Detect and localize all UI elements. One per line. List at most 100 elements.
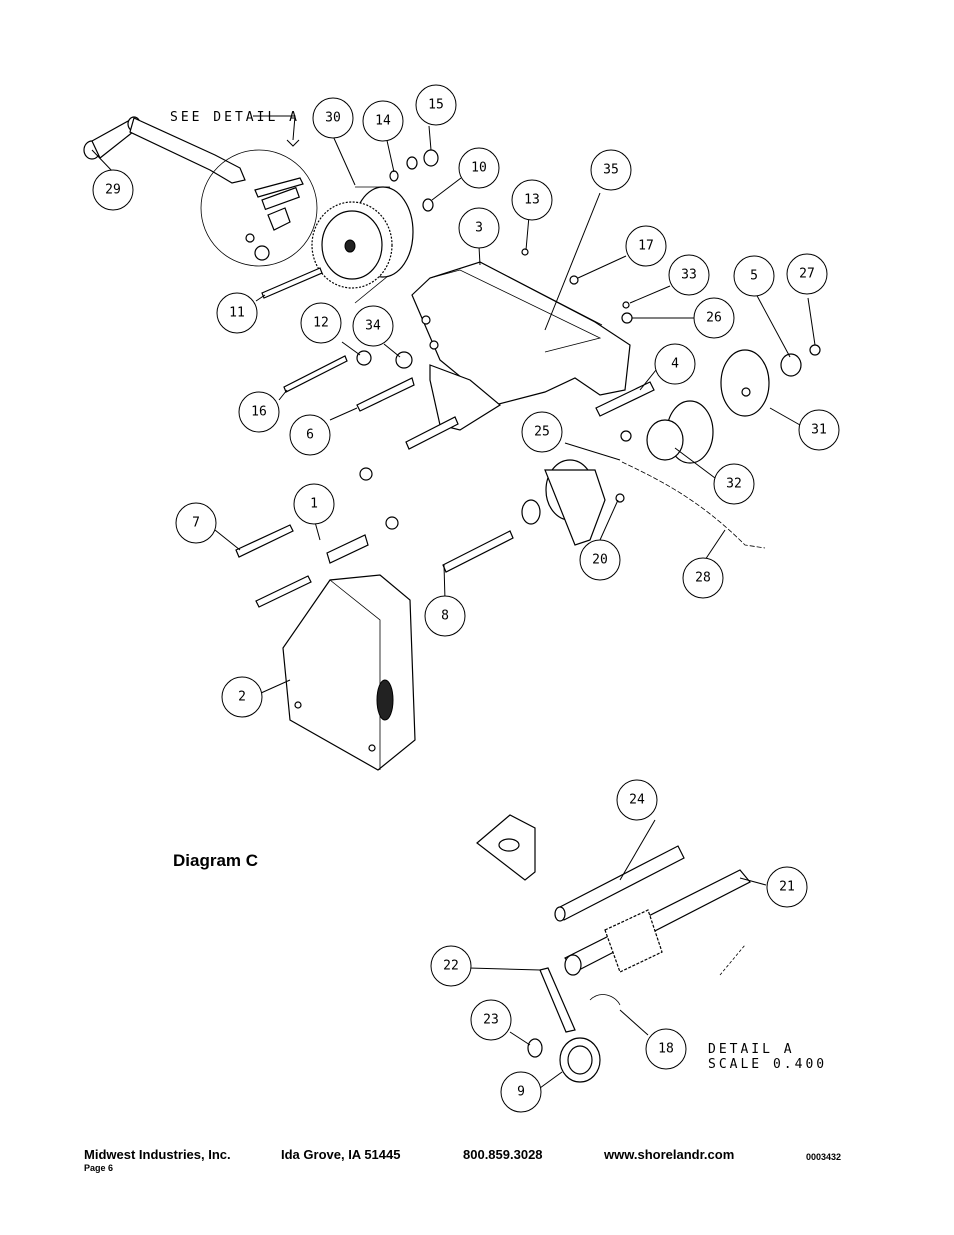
roller-pin-part [595, 381, 655, 417]
part-balloon-label: 32 [726, 477, 742, 492]
bolt-parts [235, 267, 514, 608]
part-balloon-32: 32 [713, 463, 755, 505]
part-balloon-label: 30 [325, 111, 341, 126]
part-balloon-3: 3 [458, 207, 500, 249]
part-balloon-label: 10 [471, 161, 487, 176]
see-detail-note: SEE DETAIL A [170, 110, 300, 125]
part-balloon-5: 5 [733, 255, 775, 297]
side-plate-part [282, 574, 416, 771]
washer-part [422, 198, 434, 212]
roller-parts [646, 344, 821, 464]
bushing-part [423, 149, 439, 167]
part-balloon-4: 4 [654, 343, 696, 385]
part-balloon-33: 33 [668, 254, 710, 296]
footer-phone: 800.859.3028 [463, 1147, 543, 1162]
part-balloon-34: 34 [352, 305, 394, 347]
part-balloon-13: 13 [511, 179, 553, 221]
frame-body-part [411, 261, 631, 431]
part-balloon-label: 33 [681, 268, 697, 283]
part-balloon-label: 25 [534, 425, 550, 440]
detail-a-circle [200, 149, 318, 267]
part-balloon-8: 8 [424, 595, 466, 637]
part-balloon-label: 1 [310, 497, 318, 512]
part-balloon-22: 22 [430, 945, 472, 987]
part-balloon-1: 1 [293, 483, 335, 525]
leader-lines [91, 115, 816, 1089]
part-balloon-label: 3 [475, 221, 483, 236]
detail-a-parts [476, 814, 751, 1083]
part-balloon-26: 26 [693, 297, 735, 339]
part-balloon-label: 11 [229, 306, 245, 321]
part-balloon-label: 4 [671, 357, 679, 372]
drive-gear-part [311, 186, 414, 304]
nut-part [395, 351, 413, 369]
part-balloon-23: 23 [470, 999, 512, 1041]
washer-part [389, 170, 399, 182]
part-balloon-label: 6 [306, 428, 314, 443]
footer-page-number: Page 6 [84, 1163, 114, 1173]
part-balloon-20: 20 [579, 539, 621, 581]
part-balloon-label: 21 [779, 880, 795, 895]
nut-part [622, 301, 630, 309]
part-balloon-label: 22 [443, 959, 459, 974]
nut-part [385, 516, 399, 530]
part-balloon-31: 31 [798, 409, 840, 451]
part-balloon-label: 7 [192, 516, 200, 531]
part-balloon-label: 14 [375, 114, 391, 129]
part-balloon-label: 27 [799, 267, 815, 282]
part-balloon-label: 23 [483, 1013, 499, 1028]
part-balloon-label: 16 [251, 405, 267, 420]
part-balloon-label: 9 [517, 1085, 525, 1100]
crank-handle-part [83, 116, 246, 184]
part-balloon-29: 29 [92, 169, 134, 211]
part-balloon-9: 9 [500, 1071, 542, 1113]
part-balloon-11: 11 [216, 292, 258, 334]
nut-part [521, 248, 529, 256]
diagram-title: Diagram C [173, 851, 259, 870]
part-balloon-label: 26 [706, 311, 722, 326]
part-balloon-21: 21 [766, 866, 808, 908]
nut-part [356, 350, 372, 366]
part-balloon-label: 8 [441, 609, 449, 624]
part-balloon-30: 30 [312, 97, 354, 139]
part-balloon-28: 28 [682, 557, 724, 599]
part-balloon-label: 34 [365, 319, 381, 334]
part-balloon-label: 28 [695, 571, 711, 586]
chain-part [621, 461, 766, 549]
footer-doc-number: 0003432 [806, 1152, 842, 1162]
washer-part [406, 156, 418, 170]
part-balloon-27: 27 [786, 253, 828, 295]
part-balloon-16: 16 [238, 391, 280, 433]
part-balloon-label: 24 [629, 793, 645, 808]
part-balloon-label: 2 [238, 690, 246, 705]
detail-label: DETAIL A [708, 1042, 795, 1057]
part-balloon-6: 6 [289, 414, 331, 456]
part-balloon-10: 10 [458, 147, 500, 189]
part-balloon-35: 35 [590, 149, 632, 191]
part-balloon-label: 17 [638, 239, 654, 254]
part-balloon-label: 15 [428, 98, 444, 113]
part-balloon-18: 18 [645, 1028, 687, 1070]
part-balloon-label: 35 [603, 163, 619, 178]
nut-part [359, 467, 373, 481]
nut-part [621, 312, 633, 324]
part-balloon-17: 17 [625, 225, 667, 267]
part-balloon-label: 29 [105, 183, 121, 198]
part-balloon-12: 12 [300, 302, 342, 344]
footer-website: www.shorelandr.com [604, 1147, 735, 1162]
part-balloon-label: 12 [313, 316, 329, 331]
part-balloon-7: 7 [175, 502, 217, 544]
nut-part [569, 275, 579, 285]
detail-scale-label: SCALE 0.400 [708, 1057, 827, 1072]
bow-stop-part [521, 430, 632, 546]
part-balloon-label: 31 [811, 423, 827, 438]
part-balloon-2: 2 [221, 676, 263, 718]
part-balloon-15: 15 [415, 84, 457, 126]
part-balloon-14: 14 [362, 100, 404, 142]
footer-location: Ida Grove, IA 51445 [281, 1147, 401, 1162]
part-balloon-label: 13 [524, 193, 540, 208]
part-balloon-24: 24 [616, 779, 658, 821]
part-balloon-25: 25 [521, 411, 563, 453]
